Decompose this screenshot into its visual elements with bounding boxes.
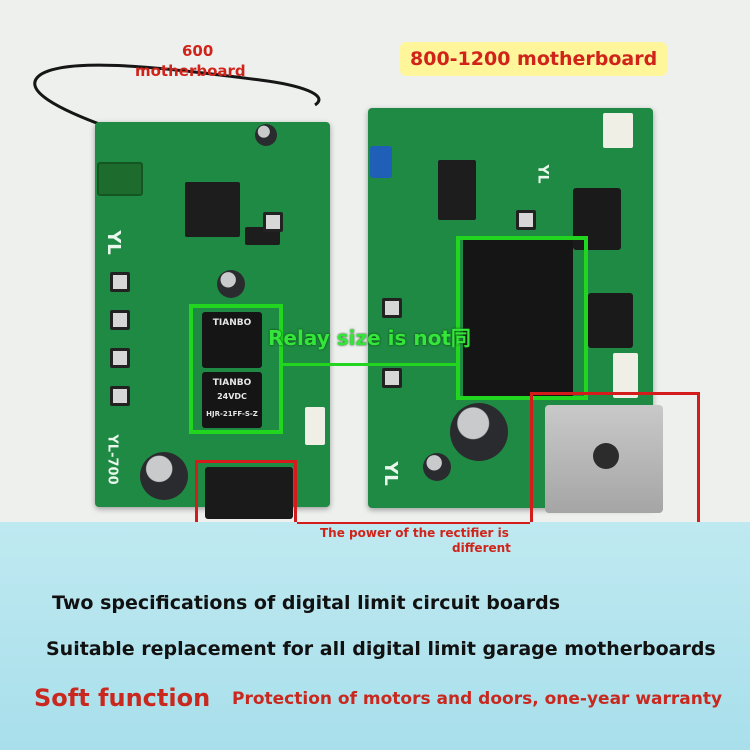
left-button-2 [110,310,130,330]
right-large-relay-1 [463,238,573,328]
left-microcontroller [185,182,240,237]
right-small-capacitor [423,453,451,481]
rectifier-note-line2: different [452,541,511,555]
right-side-connector [613,353,638,398]
product-photo: YL YL-700 TIANBO TIANBO 24VDC HJR-21FF-S… [0,0,750,522]
right-learn-button [516,210,536,230]
right-screw-terminal-2 [588,293,633,348]
right-microcontroller [438,160,476,220]
left-relay-1: TIANBO [202,312,262,368]
relay-connector-line [283,363,458,366]
left-relay-2-spec: 24VDC [217,392,247,401]
left-rectifier-highlight [195,460,297,522]
rectifier-mount-hole [593,443,619,469]
right-board-silk-bottom: YL [379,461,401,486]
left-button-3 [110,348,130,368]
left-small-capacitor [255,124,277,146]
right-button-1 [382,298,402,318]
right-rectifier-highlight [530,392,700,522]
left-large-capacitor [140,452,188,500]
left-button-4 [110,386,130,406]
right-board-silk-top: YL [534,164,551,184]
label-600-motherboard: motherboard [135,62,246,80]
label-600-number: 600 [182,42,214,60]
right-top-connector [603,113,633,148]
left-board-silk-side: YL-700 [104,434,120,485]
left-learn-button [263,212,283,232]
info-band: The power of the rectifier is different … [0,522,750,750]
feature-soft-function: Soft function [34,684,211,712]
feature-line-1: Two specifications of digital limit circ… [52,592,561,614]
left-terminal-block [97,162,143,196]
right-relay-highlight [456,236,588,400]
rectifier-note-line1: The power of the rectifier is [320,526,509,540]
left-relay-1-brand: TIANBO [212,318,252,328]
left-rectifier-connector [205,467,293,519]
rectifier-connector-line [297,522,530,524]
left-button-1 [110,272,130,292]
left-relay-highlight [189,304,283,434]
left-relay-2-brand: TIANBO [212,378,252,388]
left-relay-2-model: HJR-21FF-S-Z [206,410,258,418]
right-blue-terminal [370,146,392,178]
feature-protection: Protection of motors and doors, one-year… [232,689,723,709]
left-board-silk-top: YL [102,230,124,255]
right-button-2 [382,368,402,388]
relay-size-note: Relay size is not同 [268,326,471,350]
rectifier-heatsink [545,405,663,513]
left-circuit-board: YL YL-700 TIANBO TIANBO 24VDC HJR-21FF-S… [95,122,330,519]
left-connector [305,407,325,445]
right-large-relay-2 [463,318,573,398]
right-large-capacitor [450,403,508,461]
left-relay-2: TIANBO 24VDC HJR-21FF-S-Z [202,372,262,428]
label-800-1200: 800-1200 motherboard [400,42,668,76]
feature-line-2: Suitable replacement for all digital lim… [46,638,716,660]
left-capacitor-2 [217,270,245,298]
